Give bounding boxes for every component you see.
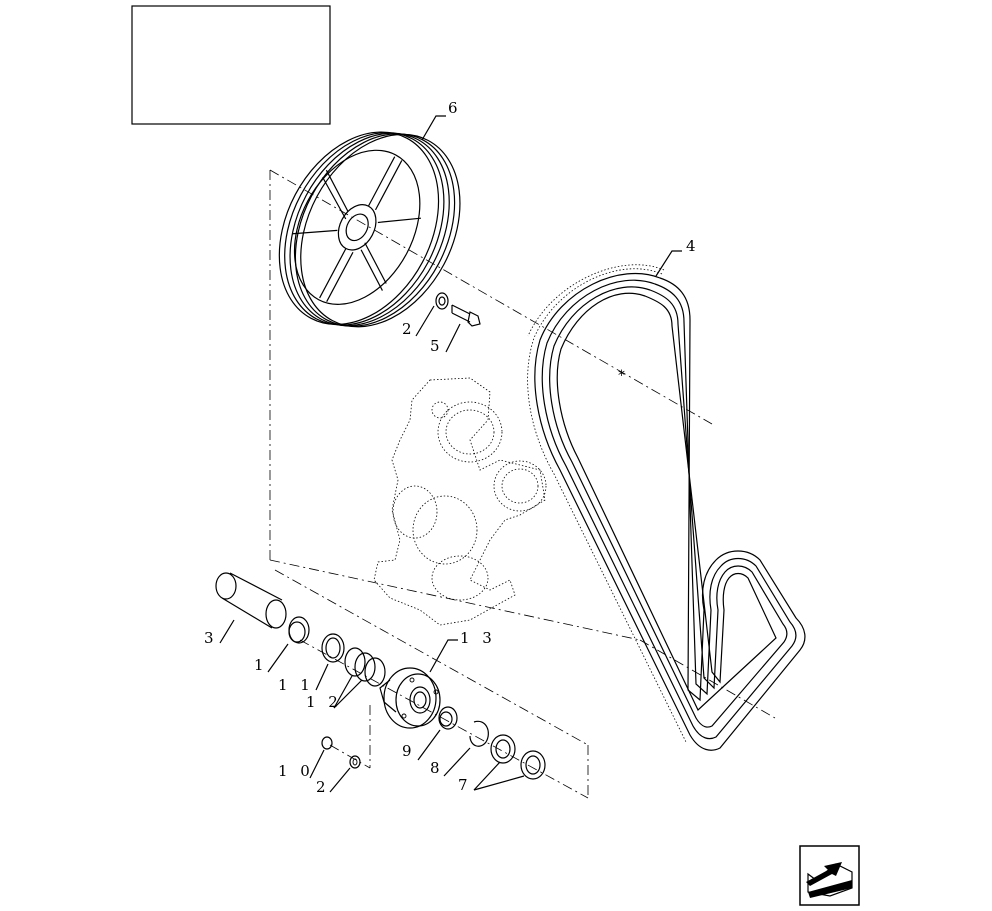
- callout-10: 1 0: [278, 762, 314, 780]
- pulley: [278, 131, 461, 328]
- bearing-parts: [438, 706, 546, 780]
- drive-belt: [527, 264, 806, 751]
- callout-3: 3: [204, 629, 218, 647]
- callout-11: 1 1: [278, 676, 314, 694]
- assembly-lines: *: [269, 169, 776, 799]
- callout-2-upper: 2: [402, 320, 416, 338]
- hub-flange: [379, 667, 441, 729]
- sleeve: [215, 572, 287, 629]
- callout-6: 6: [448, 99, 462, 117]
- callout-7: 7: [458, 776, 472, 794]
- nut-and-washer: [321, 736, 361, 769]
- leader-lines: [219, 115, 682, 793]
- callout-12: 1 2: [306, 693, 342, 711]
- callout-5: 5: [430, 337, 444, 355]
- engine-outline: [373, 377, 547, 626]
- callout-9: 9: [402, 742, 416, 760]
- callout-4: 4: [686, 237, 700, 255]
- arrow-back-icon[interactable]: [799, 845, 860, 906]
- callout-2-lower: 2: [316, 778, 330, 796]
- svg-text:*: *: [618, 368, 625, 384]
- callout-8: 8: [430, 759, 444, 777]
- title-box: [131, 5, 331, 125]
- washer-and-bolt: [435, 292, 481, 327]
- callout-13: 1 3: [460, 629, 496, 647]
- seal-rings: [288, 616, 386, 687]
- callout-1: 1: [254, 656, 268, 674]
- callout-labels: 6 4 2 5 3 1 1 1 1 2 1 3 9 8 7 1 0 2: [204, 99, 700, 796]
